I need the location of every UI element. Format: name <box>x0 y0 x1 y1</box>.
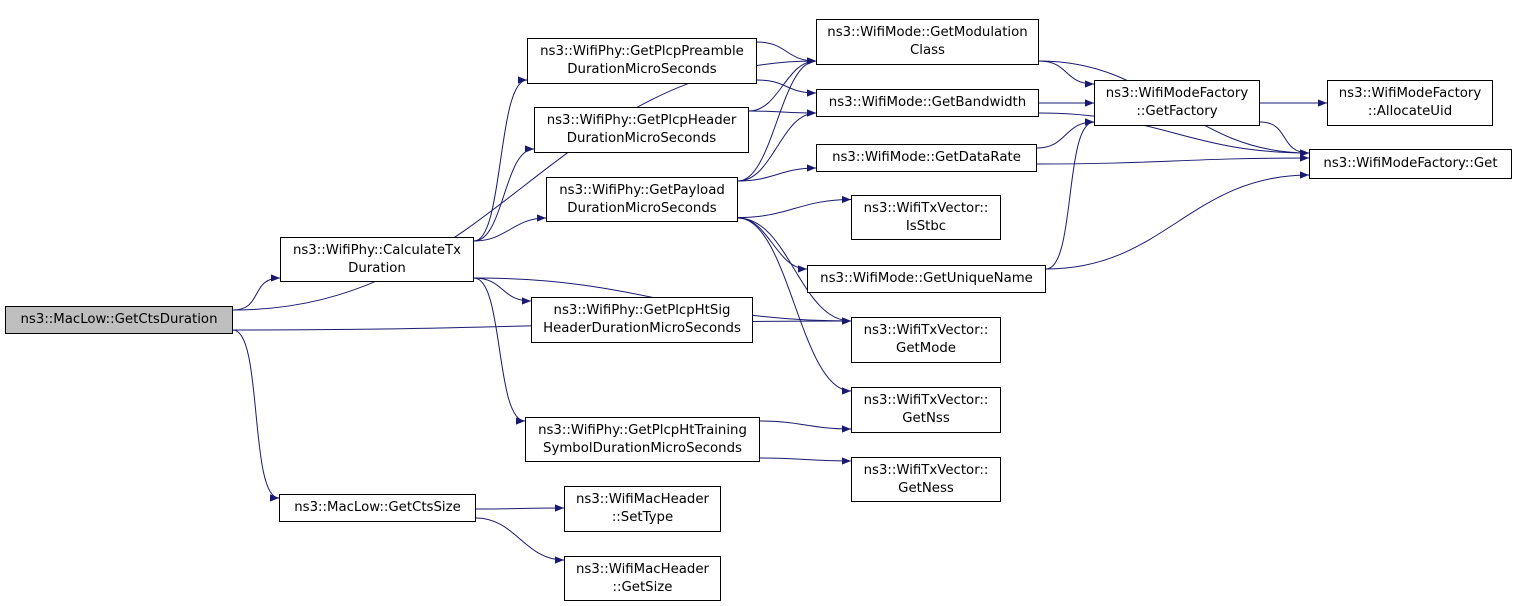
call-edge-calculate_tx_duration-to-plcp_header <box>473 145 535 242</box>
node-wifimodefactory-getfactory[interactable]: ns3::WifiModeFactory::GetFactory <box>1094 80 1260 126</box>
node-wifimode-getdatarate[interactable]: ns3::WifiMode::GetDataRate <box>816 144 1037 172</box>
call-edge-payload-to-bandwidth <box>737 109 817 182</box>
call-edge-calculate_tx_duration-to-plcp_ht_training <box>473 277 526 425</box>
node-label-line: ns3::WifiMode::GetBandwidth <box>828 95 1027 110</box>
call-edge-plcp_ht_training-to-get_ness <box>759 457 852 465</box>
node-label-line: ns3::WifiModeFactory <box>1338 86 1482 101</box>
call-edge-bandwidth-to-factory_get <box>1038 112 1310 157</box>
call-edge-payload-to-data_rate <box>737 164 817 182</box>
node-label-line: GetNss <box>902 411 950 426</box>
call-edge-payload-to-modulation_class <box>737 57 817 182</box>
node-label-line: Class <box>910 43 945 58</box>
node-label-line: GetMode <box>896 341 956 356</box>
node-label-line: ns3::WifiMacHeader <box>575 561 710 577</box>
node-wifimacheader-getsize[interactable]: ns3::WifiMacHeader::GetSize <box>564 556 721 601</box>
node-wifimodefactory-allocateuid[interactable]: ns3::WifiModeFactory::AllocateUid <box>1327 80 1493 126</box>
node-label-line: Duration <box>348 260 406 276</box>
call-edge-plcp_ht_training-to-get_nss <box>759 420 852 433</box>
node-label-line: ns3::WifiMode::GetDataRate <box>832 150 1021 165</box>
call-edge-plcp_header-to-bandwidth <box>748 109 817 117</box>
call-edge-payload-to-unique_name <box>737 217 808 273</box>
node-label-line: DurationMicroSeconds <box>566 131 717 146</box>
call-edge-plcp_header-to-modulation_class <box>748 57 817 112</box>
node-label-line: DurationMicroSeconds <box>567 200 717 216</box>
node-wifimode-getbandwidth[interactable]: ns3::WifiMode::GetBandwidth <box>816 89 1039 117</box>
call-edge-modulation_class-to-get_factory <box>1038 60 1095 88</box>
node-wifitxvector-getnss[interactable]: ns3::WifiTxVector::GetNss <box>851 387 1001 433</box>
call-edge-get_cts_size-to-set_type <box>475 504 565 512</box>
node-label-line: ns3::WifiPhy::GetPlcpHeader <box>546 113 737 128</box>
node-label-line: ::SetType <box>611 510 674 525</box>
call-edge-unique_name-to-get_factory <box>1045 118 1095 270</box>
node-wifimodefactory-get[interactable]: ns3::WifiModeFactory::Get <box>1309 149 1512 179</box>
call-edge-get_cts_duration-to-calculate_tx_duration <box>232 274 281 311</box>
node-wifimacheader-settype[interactable]: ns3::WifiMacHeader::SetType <box>564 486 721 532</box>
call-edge-get_factory-to-factory_get <box>1259 121 1310 157</box>
node-label-line: SymbolDurationMicroSeconds <box>543 440 742 456</box>
call-edge-get_cts_duration-to-get_cts_size <box>232 329 280 502</box>
node-label-line: ::GetFactory <box>1136 104 1218 119</box>
call-edge-unique_name-to-factory_get <box>1045 171 1310 270</box>
node-label-line: ns3::WifiMacHeader <box>575 492 710 507</box>
call-edge-calculate_tx_duration-to-plcp_ht_sig <box>473 277 532 305</box>
node-label-line: ::AllocateUid <box>1367 104 1453 119</box>
node-label-line: ns3::WifiPhy::GetPlcpHtTraining <box>538 422 747 438</box>
call-edge-payload-to-is_stbc <box>737 195 852 218</box>
call-edge-get_cts_size-to-get_size <box>475 517 565 564</box>
node-label-line: ns3::MacLow::GetCtsSize <box>294 500 461 515</box>
node-label-line: ns3::WifiModeFactory::Get <box>1323 156 1498 171</box>
node-wifimode-getuniquename[interactable]: ns3::WifiMode::GetUniqueName <box>807 265 1046 293</box>
node-label-line: ns3::WifiPhy::GetPlcpPreamble <box>540 44 744 59</box>
call-edge-plcp_preamble-to-bandwidth <box>756 79 817 97</box>
node-wifitxvector-getness[interactable]: ns3::WifiTxVector::GetNess <box>851 457 1001 502</box>
node-label-line: ns3::WifiPhy::GetPlcpHtSig <box>553 303 731 318</box>
call-edge-calculate_tx_duration-to-payload <box>473 214 547 242</box>
node-label-line: IsStbc <box>905 218 947 234</box>
call-edge-payload-to-get_mode <box>737 217 852 325</box>
call-edge-calculate_tx_duration-to-plcp_preamble <box>473 76 528 242</box>
call-edge-data_rate-to-factory_get <box>1036 154 1310 165</box>
node-label-line: ns3::WifiPhy::CalculateTx <box>292 242 462 258</box>
call-edge-plcp_preamble-to-modulation_class <box>756 41 817 65</box>
call-edge-payload-to-get_nss <box>737 217 852 395</box>
node-label-line: DurationMicroSeconds <box>567 62 717 77</box>
node-label-line: ns3::WifiPhy::GetPayload <box>559 182 725 198</box>
node-label-line: GetNess <box>898 480 954 496</box>
node-label-line: ns3::WifiModeFactory <box>1105 86 1249 101</box>
call-edge-data_rate-to-get_factory <box>1036 118 1095 149</box>
node-label-line: ns3::WifiMode::GetUniqueName <box>820 271 1033 286</box>
node-wifitxvector-isstbc[interactable]: ns3::WifiTxVector::IsStbc <box>851 195 1001 240</box>
node-label-line: ns3::WifiTxVector:: <box>863 323 989 338</box>
node-wifitxvector-getmode[interactable]: ns3::WifiTxVector::GetMode <box>851 317 1001 363</box>
node-label-line: ns3::MacLow::GetCtsDuration <box>20 312 218 327</box>
node-label-line: ::GetSize <box>612 579 673 595</box>
node-label-line: ns3::WifiTxVector:: <box>863 393 989 408</box>
node-maclow-getctsduration: ns3::MacLow::GetCtsDuration <box>5 306 233 334</box>
node-label-line: ns3::WifiTxVector:: <box>863 200 989 216</box>
node-label-line: ns3::WifiMode::GetModulation <box>827 25 1028 40</box>
node-maclow-getctssize[interactable]: ns3::MacLow::GetCtsSize <box>279 494 476 522</box>
node-label-line: ns3::WifiTxVector:: <box>863 462 989 478</box>
node-label-line: HeaderDurationMicroSeconds <box>543 321 741 336</box>
